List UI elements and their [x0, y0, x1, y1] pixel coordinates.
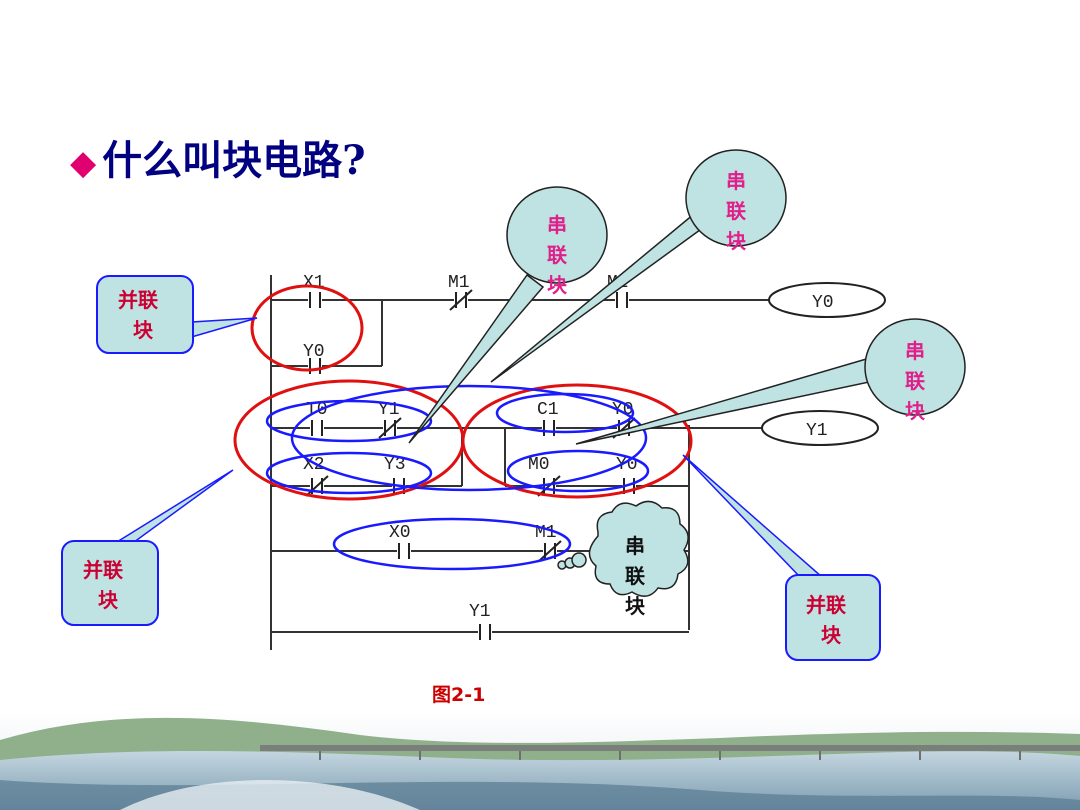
slide-title: ◆什么叫块电路?	[70, 128, 366, 186]
label-y0-bottom: Y0	[616, 455, 638, 475]
series-callout-cloud-char-2: 联	[625, 564, 645, 588]
series-callout-cloud-char-3: 块	[625, 594, 646, 618]
slide-title-text: 什么叫块电路?	[102, 137, 366, 184]
series-callout-top-left-char-3: 块	[547, 273, 568, 297]
series-callout-top-left: 串 联 块	[506, 186, 608, 297]
series-callout-pointers	[408, 208, 889, 445]
series-callout-right-char-3: 块	[905, 399, 926, 423]
series-callout-top-right-char-3: 块	[726, 229, 747, 253]
figure-caption: 图2-1	[432, 684, 486, 706]
series-block-ellipses	[265, 384, 650, 571]
diamond-bullet-icon: ◆	[70, 143, 97, 183]
series-callout-top-right: 串 联 块	[685, 149, 787, 253]
series-callout-top-right-char-2: 联	[726, 199, 746, 223]
series-callout-top-left-char-1: 串	[547, 213, 567, 237]
parallel-callout-left: 并联 块	[61, 469, 234, 626]
coil-y1: Y1	[761, 410, 879, 446]
label-x0: X0	[389, 523, 411, 543]
parallel-callout-left-line-2: 块	[98, 588, 119, 612]
label-y0-branch: Y0	[303, 342, 325, 362]
ladder-wiring	[270, 275, 770, 650]
label-m0: M0	[528, 455, 550, 475]
coil-y0-label: Y0	[812, 293, 834, 313]
series-callout-right-char-2: 联	[905, 369, 925, 393]
series-callout-right: 串 联 块	[864, 318, 966, 423]
series-callout-right-char-1: 串	[905, 339, 925, 363]
label-m1: M1	[448, 273, 470, 293]
coil-y1-label: Y1	[806, 421, 828, 441]
coil-y0: Y0	[768, 282, 886, 318]
series-callout-top-right-char-1: 串	[726, 169, 746, 193]
series-callout-top-left-char-2: 联	[547, 243, 567, 267]
contact-symbols	[305, 289, 636, 640]
label-y1-rung4: Y1	[469, 602, 491, 622]
scenery-banner	[0, 712, 1080, 810]
parallel-block-ellipses	[233, 284, 693, 501]
parallel-callout-right-line-1: 并联	[806, 593, 846, 617]
parallel-callout-right-line-2: 块	[821, 623, 842, 647]
label-y3: Y3	[384, 455, 406, 475]
parallel-callout-top: 并联 块	[96, 275, 258, 354]
parallel-callout-right: 并联 块	[682, 454, 881, 661]
label-c1: C1	[537, 400, 559, 420]
series-callout-cloud: 串 联 块	[557, 500, 689, 618]
label-x1: X1	[303, 273, 325, 293]
parallel-callout-top-line-1: 并联	[118, 288, 158, 312]
series-callout-cloud-char-1: 串	[625, 534, 645, 558]
parallel-callout-top-line-2: 块	[133, 318, 154, 342]
parallel-callout-left-line-1: 并联	[83, 558, 123, 582]
